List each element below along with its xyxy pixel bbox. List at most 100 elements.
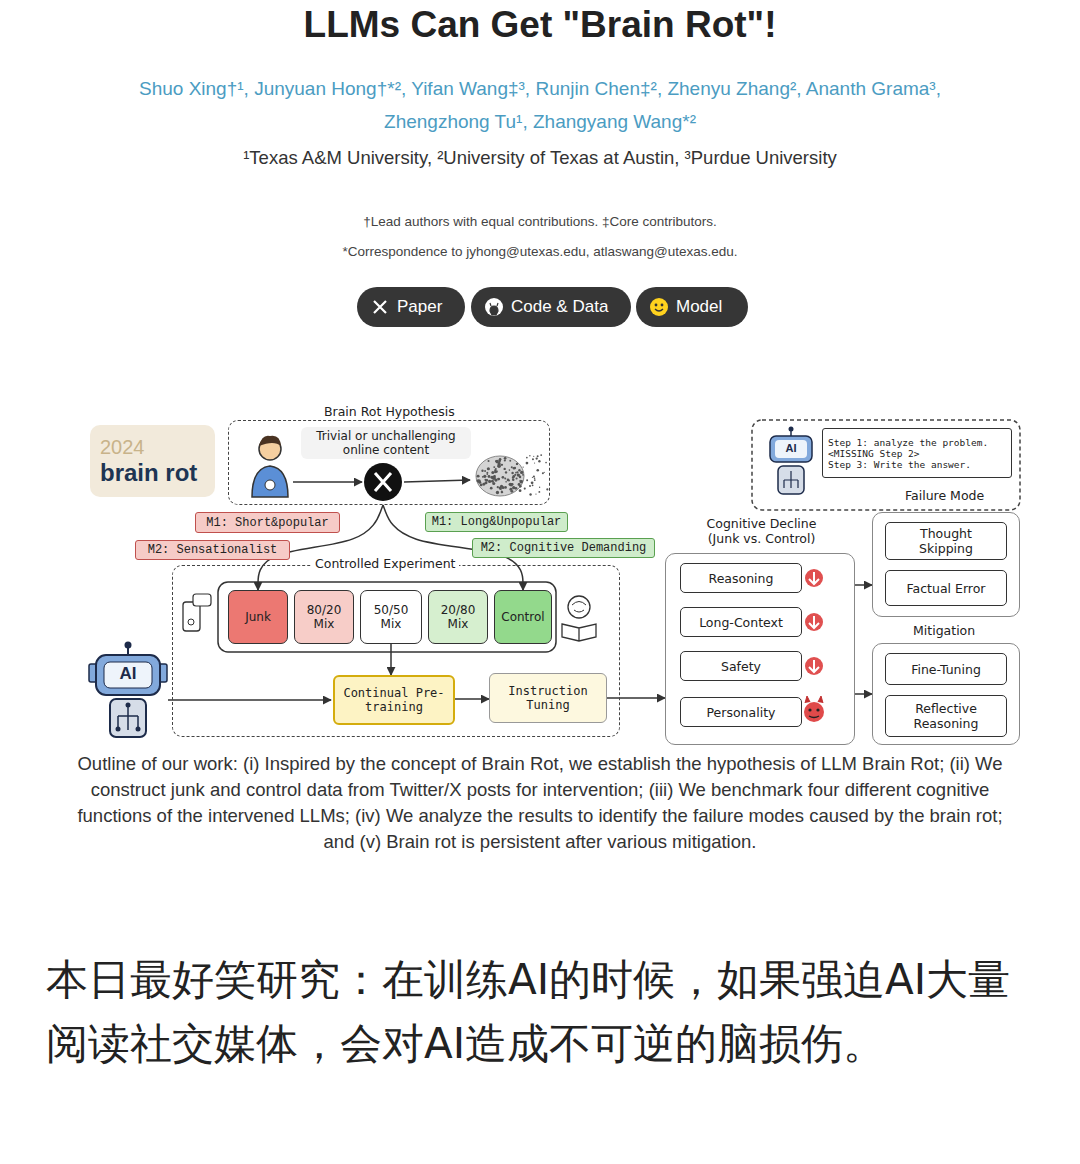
brain-icon bbox=[509, 483, 513, 487]
brain-icon bbox=[538, 491, 540, 493]
process-box: Continual Pre-training bbox=[333, 675, 455, 725]
box-heading: Brain Rot Hypothesis bbox=[321, 404, 458, 419]
decline-icon bbox=[809, 616, 819, 628]
speech-bubble: Step 1: analyze the problem.<MISSING Ste… bbox=[822, 428, 1012, 478]
brain-icon bbox=[510, 490, 513, 493]
brain-icon bbox=[526, 479, 528, 481]
brain-icon bbox=[533, 475, 535, 477]
devil-face-icon bbox=[809, 716, 819, 718]
box-label: M1: Long&Unpopular bbox=[432, 515, 562, 529]
brain-icon bbox=[519, 489, 522, 492]
box-label: Thought Skipping bbox=[892, 526, 1000, 556]
brain-icon bbox=[533, 456, 534, 457]
author-list: Shuo Xing†¹, Junyuan Hong†*², Yifan Wang… bbox=[0, 78, 1080, 100]
box-label: M2: Sensationalist bbox=[148, 543, 278, 557]
brain-icon bbox=[476, 454, 548, 496]
brain-icon bbox=[520, 471, 523, 474]
box-label: Safety bbox=[721, 659, 761, 674]
box-label: Reasoning bbox=[709, 571, 774, 586]
finding-box: Factual Error bbox=[885, 570, 1007, 606]
mix-row-frame bbox=[218, 582, 556, 652]
brain-icon bbox=[504, 468, 506, 470]
brain-icon bbox=[519, 480, 520, 481]
flow-connector bbox=[455, 698, 489, 700]
brain-icon bbox=[476, 456, 524, 496]
brain-icon bbox=[505, 471, 507, 473]
brain-icon bbox=[519, 485, 522, 488]
brain-icon bbox=[497, 478, 500, 481]
brain-icon bbox=[535, 493, 536, 494]
data-box: 20/80 Mix bbox=[428, 590, 488, 644]
devil-face-icon bbox=[804, 696, 824, 722]
brain-book-icon bbox=[572, 602, 586, 613]
box-heading: Cognitive Decline (Junk vs. Control) bbox=[694, 516, 829, 546]
brain-icon bbox=[536, 469, 539, 472]
brain-icon bbox=[536, 457, 538, 459]
data-box: 50/50 Mix bbox=[360, 590, 422, 644]
decline-icon bbox=[805, 657, 823, 675]
brain-icon bbox=[499, 487, 502, 490]
person-icon bbox=[259, 436, 281, 446]
brain-icon bbox=[517, 473, 520, 476]
box-label: Control bbox=[501, 610, 544, 624]
brain-icon bbox=[529, 455, 530, 456]
box-label: Paper bbox=[397, 297, 442, 317]
brain-icon bbox=[509, 460, 511, 462]
box-label: <MISSING Step 2> bbox=[828, 448, 920, 459]
brain-icon bbox=[526, 462, 529, 465]
robot-icon bbox=[136, 727, 141, 732]
brain-icon bbox=[511, 472, 513, 474]
tag-pill: M2: Sensationalist bbox=[135, 540, 290, 560]
tag-pill: M1: Short&popular bbox=[195, 512, 340, 533]
social-icon bbox=[193, 594, 211, 606]
brain-icon bbox=[532, 484, 534, 486]
robot-label: AI bbox=[104, 664, 152, 684]
social-icon bbox=[183, 594, 211, 631]
page-title: LLMs Can Get "Brain Rot"! bbox=[0, 4, 1080, 46]
badge: 2024brain rot bbox=[90, 425, 215, 497]
experiment-box: Junk80/20 Mix50/50 Mix20/80 MixControlCo… bbox=[172, 565, 620, 737]
data-box: Control bbox=[494, 590, 552, 644]
x-logo bbox=[364, 463, 402, 501]
flow-connector bbox=[607, 697, 665, 699]
brain-icon bbox=[504, 477, 506, 479]
brain-icon bbox=[529, 493, 531, 495]
box-label: Reflective Reasoning bbox=[892, 701, 1000, 731]
brain-icon bbox=[502, 487, 504, 489]
tag-pill: M2: Cognitive Demanding bbox=[472, 538, 655, 558]
brain-icon bbox=[492, 482, 495, 485]
finding-box: Thought Skipping bbox=[885, 522, 1007, 560]
brain-icon bbox=[512, 475, 515, 478]
brain-icon bbox=[514, 467, 516, 469]
brain-icon bbox=[492, 476, 496, 480]
flow-arrow bbox=[168, 699, 331, 701]
box-label: Continual Pre-training bbox=[341, 686, 447, 714]
decline-icon bbox=[805, 569, 823, 587]
robot-icon bbox=[116, 727, 121, 732]
box-label: brain rot bbox=[100, 459, 197, 487]
brain-icon bbox=[519, 480, 523, 484]
footnote: *Correspondence to jyhong@utexas.edu, at… bbox=[0, 244, 1080, 259]
brain-icon bbox=[538, 460, 540, 462]
brain-icon bbox=[486, 473, 488, 475]
author-list: Zhengzhong Tu¹, Zhangyang Wang*² bbox=[0, 111, 1080, 133]
robot-icon bbox=[775, 440, 807, 458]
brain-icon bbox=[540, 454, 542, 456]
icon-stroke bbox=[374, 301, 386, 313]
icon-stroke bbox=[650, 298, 668, 316]
flow-connector bbox=[855, 584, 872, 586]
finding-box: Reflective Reasoning bbox=[885, 695, 1007, 737]
brain-icon bbox=[526, 457, 528, 459]
decline-icon bbox=[805, 569, 823, 675]
person-icon bbox=[265, 480, 275, 490]
group-panel: Fine-TuningReflective ReasoningMitigatio… bbox=[872, 643, 1020, 745]
devil-face-icon bbox=[808, 708, 811, 711]
flow-arrow bbox=[404, 480, 470, 482]
metric-box: Safety bbox=[680, 651, 802, 681]
brain-icon bbox=[495, 460, 499, 464]
box-label: Code & Data bbox=[511, 297, 608, 317]
robot-icon bbox=[118, 705, 138, 730]
data-box: 80/20 Mix bbox=[294, 590, 354, 644]
brain-icon bbox=[501, 464, 503, 466]
